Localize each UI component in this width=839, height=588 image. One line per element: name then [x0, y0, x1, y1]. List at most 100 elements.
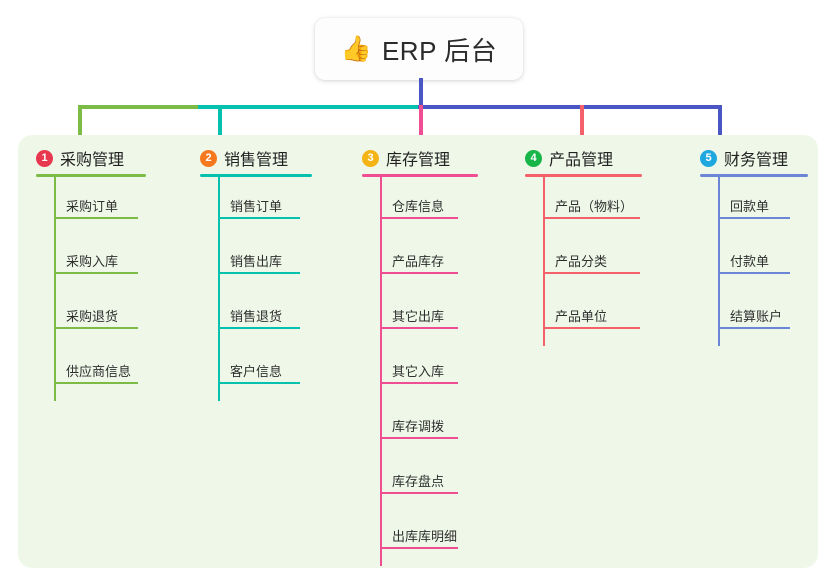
branch-header-4[interactable]: 4 产品管理: [507, 146, 613, 170]
leaf-underline: [380, 272, 458, 274]
leaf-underline: [218, 272, 300, 274]
leaf-label: 产品库存: [392, 254, 445, 269]
thumbs-up-emoji: 👍: [340, 34, 372, 63]
leaf-item[interactable]: 库存盘点: [344, 445, 458, 500]
branch-spine-4: [543, 177, 545, 346]
leaf-underline: [380, 492, 458, 494]
leaf-item[interactable]: 其它出库: [344, 280, 458, 335]
branch-badge-5: 5: [700, 149, 717, 167]
leaf-label: 供应商信息: [66, 364, 132, 379]
branch-drop-5: [718, 105, 722, 147]
branch-badge-4: 4: [525, 149, 542, 167]
leaf-item[interactable]: 产品库存: [344, 225, 458, 280]
leaf-item[interactable]: 出库库明细: [344, 500, 458, 555]
leaf-underline: [380, 547, 458, 549]
leaf-underline: [718, 272, 790, 274]
leaf-underline: [218, 382, 300, 384]
leaf-item[interactable]: 销售订单: [182, 170, 300, 225]
branch-header-5[interactable]: 5 财务管理: [682, 146, 788, 170]
leaf-underline: [380, 382, 458, 384]
leaf-item[interactable]: 结算账户: [682, 280, 790, 335]
leaf-underline: [54, 382, 138, 384]
branch-title-1: 采购管理: [60, 152, 125, 169]
leaf-item[interactable]: 库存调拨: [344, 390, 458, 445]
diagram-panel: [18, 135, 818, 568]
leaf-underline: [718, 217, 790, 219]
leaf-underline: [54, 272, 138, 274]
leaf-item[interactable]: 销售出库: [182, 225, 300, 280]
leaf-item[interactable]: 回款单: [682, 170, 790, 225]
branch-spine-1: [54, 177, 56, 401]
branch-column-2: 2 销售管理销售订单销售出库销售退货客户信息: [182, 146, 312, 401]
leaf-label: 产品单位: [555, 309, 608, 324]
leaf-underline: [380, 217, 458, 219]
leaf-label: 出库库明细: [392, 529, 458, 544]
bus-segment-mid: [198, 105, 420, 109]
branch-title-5: 财务管理: [724, 152, 789, 169]
leaf-label: 销售订单: [230, 199, 283, 214]
leaf-label: 采购入库: [66, 254, 119, 269]
branch-spine-3: [380, 177, 382, 566]
leaf-label: 其它出库: [392, 309, 445, 324]
root-stem-connector: [419, 78, 423, 107]
leaf-item[interactable]: 采购退货: [18, 280, 138, 335]
branch-underline-5: [700, 174, 808, 177]
branch-column-3: 3 库存管理仓库信息产品库存其它出库其它入库库存调拨库存盘点出库库明细: [344, 146, 478, 566]
leaf-underline: [543, 327, 640, 329]
leaf-label: 销售退货: [230, 309, 283, 324]
bus-segment-right: [418, 105, 722, 109]
leaf-label: 仓库信息: [392, 199, 445, 214]
leaf-item[interactable]: 仓库信息: [344, 170, 458, 225]
branch-underline-2: [200, 174, 312, 177]
branch-spine-5: [718, 177, 720, 346]
branch-header-2[interactable]: 2 销售管理: [182, 146, 288, 170]
leaf-label: 产品分类: [555, 254, 608, 269]
branch-drop-3: [419, 105, 423, 147]
branch-title-4: 产品管理: [549, 152, 614, 169]
branch-underline-4: [525, 174, 642, 177]
leaf-label: 库存调拨: [392, 419, 445, 434]
branch-underline-1: [36, 174, 146, 177]
leaf-underline: [543, 217, 640, 219]
leaf-label: 销售出库: [230, 254, 283, 269]
branch-drop-2: [218, 105, 222, 147]
leaf-item[interactable]: 其它入库: [344, 335, 458, 390]
branch-badge-2: 2: [200, 149, 217, 167]
leaf-item[interactable]: 客户信息: [182, 335, 300, 390]
leaf-label: 结算账户: [730, 309, 783, 324]
leaf-underline: [718, 327, 790, 329]
leaf-underline: [218, 327, 300, 329]
leaf-item[interactable]: 采购入库: [18, 225, 138, 280]
leaf-label: 产品（物料）: [555, 199, 634, 214]
root-title: ERP 后台: [381, 35, 498, 66]
branch-title-2: 销售管理: [224, 152, 289, 169]
leaf-label: 客户信息: [230, 364, 283, 379]
bus-segment-left: [78, 105, 200, 109]
leaf-item[interactable]: 采购订单: [18, 170, 138, 225]
leaf-item[interactable]: 销售退货: [182, 280, 300, 335]
branch-column-5: 5 财务管理回款单付款单结算账户: [682, 146, 808, 346]
branch-drop-1: [78, 105, 82, 147]
leaf-underline: [218, 217, 300, 219]
branch-title-3: 库存管理: [386, 152, 451, 169]
leaf-underline: [380, 437, 458, 439]
branch-header-3[interactable]: 3 库存管理: [344, 146, 450, 170]
leaf-label: 其它入库: [392, 364, 445, 379]
leaf-item[interactable]: 产品分类: [507, 225, 640, 280]
root-node[interactable]: 👍 ERP 后台: [315, 18, 523, 80]
branch-drop-4: [580, 105, 584, 147]
leaf-item[interactable]: 付款单: [682, 225, 790, 280]
leaf-label: 采购订单: [66, 199, 119, 214]
leaf-underline: [54, 217, 138, 219]
leaf-underline: [543, 272, 640, 274]
leaf-label: 采购退货: [66, 309, 119, 324]
leaf-item[interactable]: 供应商信息: [18, 335, 138, 390]
leaf-item[interactable]: 产品单位: [507, 280, 640, 335]
branch-badge-3: 3: [362, 149, 379, 167]
leaf-item[interactable]: 产品（物料）: [507, 170, 640, 225]
branch-column-4: 4 产品管理产品（物料） 产品分类产品单位: [507, 146, 642, 346]
leaf-label: 回款单: [730, 199, 770, 214]
